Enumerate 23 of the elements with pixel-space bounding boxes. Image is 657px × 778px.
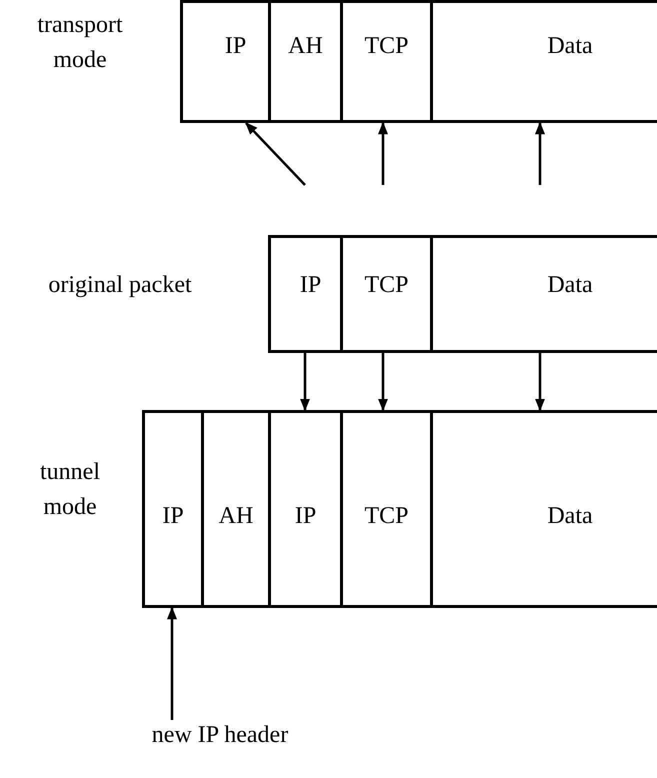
arrow xyxy=(535,122,545,185)
arrow xyxy=(535,353,545,412)
packet-field: IP xyxy=(142,410,204,608)
packet-field: AH xyxy=(201,410,271,608)
row-label: original packet xyxy=(47,271,193,300)
packet-field: Data xyxy=(430,235,657,353)
packet-field: Data xyxy=(430,410,657,608)
packet-field: TCP xyxy=(340,0,433,123)
arrow xyxy=(167,606,177,720)
packet-field: AH xyxy=(268,0,343,123)
packet-field: Data xyxy=(430,0,657,123)
packet-field: TCP xyxy=(340,235,433,353)
arrow xyxy=(378,122,388,185)
packet-field: IP xyxy=(268,235,343,353)
arrow xyxy=(378,353,388,412)
row-label: transport mode xyxy=(36,11,124,75)
packet-field: IP xyxy=(268,410,343,608)
arrow xyxy=(245,122,306,186)
packet-field: TCP xyxy=(340,410,433,608)
arrow xyxy=(300,353,310,412)
packet-field: IP xyxy=(180,0,271,123)
annotation-text: new IP header xyxy=(130,722,310,749)
row-label: tunnel mode xyxy=(39,458,101,522)
